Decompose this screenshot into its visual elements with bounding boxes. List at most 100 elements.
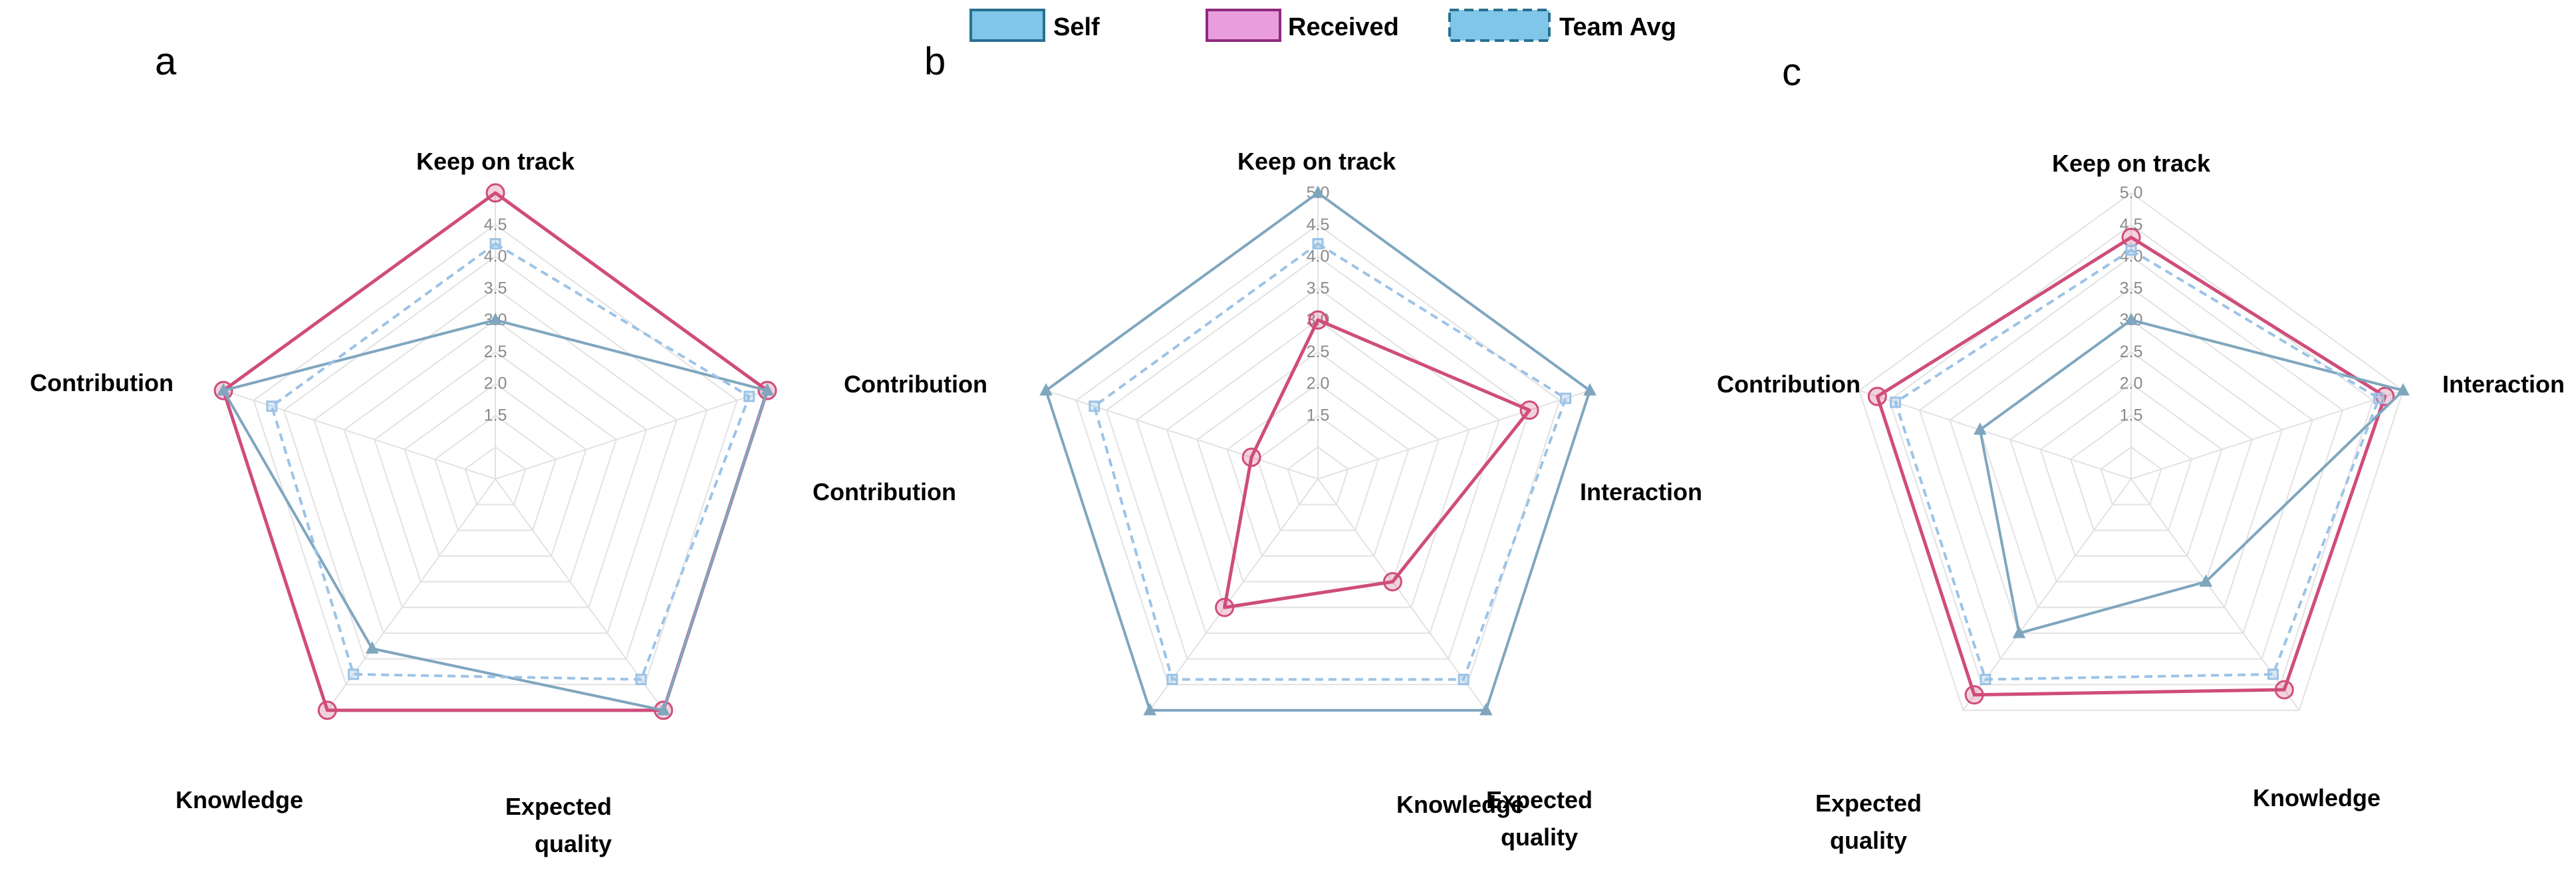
data-point-self <box>1479 702 1493 716</box>
data-point-received <box>1964 685 1984 705</box>
series-line-received <box>1223 318 1531 609</box>
tick-label: 2.5 <box>1307 343 1330 361</box>
tick-label: 4.0 <box>1307 247 1330 266</box>
axis-label: Interaction <box>1580 478 1702 506</box>
tick-label: 5.0 <box>2120 184 2143 202</box>
data-point-received <box>485 183 505 203</box>
data-point-team-avg <box>743 390 755 402</box>
series-line-received <box>221 191 769 712</box>
data-point-team-avg <box>266 400 278 412</box>
grid-ring <box>1075 223 1561 686</box>
panel-letter-c: c <box>1782 51 1801 94</box>
grid-spoke <box>1317 390 1591 480</box>
data-point-self <box>217 383 230 396</box>
data-point-received <box>2121 227 2141 247</box>
data-point-team-avg <box>1890 396 1902 408</box>
data-point-team-avg <box>635 673 647 685</box>
data-point-received <box>1867 386 1887 406</box>
axis-label: Interaction <box>2442 370 2565 398</box>
grid-ring <box>343 319 648 609</box>
grid-ring <box>1105 255 1531 660</box>
data-point-self <box>761 383 774 396</box>
series-line-received <box>1875 235 2387 697</box>
legend-label-received: Received <box>1288 13 1399 41</box>
grid-ring <box>404 382 587 557</box>
grid-spoke <box>2130 390 2404 480</box>
tick-label: 2.5 <box>484 343 507 361</box>
series-line-self <box>1978 319 2404 635</box>
axis-label: Keep on track <box>1237 148 1396 175</box>
tick-label: 1.5 <box>1307 406 1330 424</box>
data-point-team-avg <box>1166 673 1178 685</box>
grid-spoke <box>495 390 768 480</box>
tick-label: 2.0 <box>484 374 507 393</box>
grid-spoke <box>326 478 496 711</box>
tick-label: 1.5 <box>484 406 507 424</box>
tick-label: 4.5 <box>2120 216 2143 234</box>
grid-ring <box>464 446 527 506</box>
data-point-self <box>656 702 670 716</box>
grid-spoke <box>1859 390 2132 480</box>
series-line-self <box>222 319 769 712</box>
legend-swatch-received <box>1206 9 1281 42</box>
grid-spoke <box>1962 478 2132 711</box>
tick-label: 2.0 <box>1307 374 1330 393</box>
grid-ring <box>2039 382 2223 557</box>
grid-ring <box>2009 351 2253 583</box>
legend-swatch-team-avg <box>1448 9 1551 42</box>
grid-ring <box>1918 255 2344 660</box>
legend-label-team-avg: Team Avg <box>1559 13 1676 41</box>
data-point-self <box>1143 702 1157 716</box>
data-point-self <box>1039 383 1053 396</box>
axis-label: Knowledge <box>2253 784 2381 811</box>
tick-label: 1.5 <box>2120 406 2143 424</box>
data-point-team-avg <box>1980 673 1992 685</box>
panel-letter-b: b <box>924 40 946 83</box>
tick-label: 3.5 <box>2120 279 2143 297</box>
data-point-received <box>1241 448 1261 468</box>
grid-ring <box>1196 351 1440 583</box>
data-point-team-avg <box>1458 673 1470 685</box>
grid-spoke <box>2130 478 2300 711</box>
grid-ring <box>283 255 708 660</box>
data-point-self <box>365 641 379 654</box>
panel-letter-a: a <box>155 40 177 83</box>
grid-ring <box>1949 287 2313 634</box>
tick-label: 2.0 <box>2120 374 2143 393</box>
data-point-team-avg <box>1312 237 1324 249</box>
grid-ring <box>434 414 557 531</box>
grid-ring <box>2069 414 2193 531</box>
axis-label: Contribution <box>30 369 174 396</box>
grid-ring <box>374 351 617 583</box>
axis-label: Contribution <box>813 478 956 506</box>
data-point-self <box>2199 574 2213 587</box>
grid-ring <box>1226 382 1410 557</box>
data-point-self <box>1973 422 1987 435</box>
grid-spoke <box>1045 390 1319 480</box>
series-line-team-avg <box>270 242 751 681</box>
data-point-self <box>489 313 502 325</box>
series-line-team-avg <box>1894 249 2381 681</box>
data-point-received <box>317 700 337 720</box>
legend: Self Received Team Avg <box>969 9 1676 42</box>
data-point-self <box>2396 383 2410 396</box>
grid-spoke <box>223 390 496 480</box>
data-point-team-avg <box>1089 400 1100 412</box>
axis-label: Contribution <box>844 370 987 398</box>
grid-ring <box>2100 446 2162 506</box>
grid-ring <box>1858 192 2404 711</box>
tick-label: 4.5 <box>484 216 507 234</box>
axis-label: Knowledge <box>1396 791 1524 818</box>
series-line-team-avg <box>1093 242 1567 681</box>
data-point-self <box>1311 185 1325 198</box>
grid-spoke <box>1317 478 1487 711</box>
tick-label: 3.5 <box>484 279 507 297</box>
data-point-team-avg <box>2267 668 2279 680</box>
legend-swatch-self <box>969 9 1045 42</box>
legend-label-self: Self <box>1053 13 1100 41</box>
